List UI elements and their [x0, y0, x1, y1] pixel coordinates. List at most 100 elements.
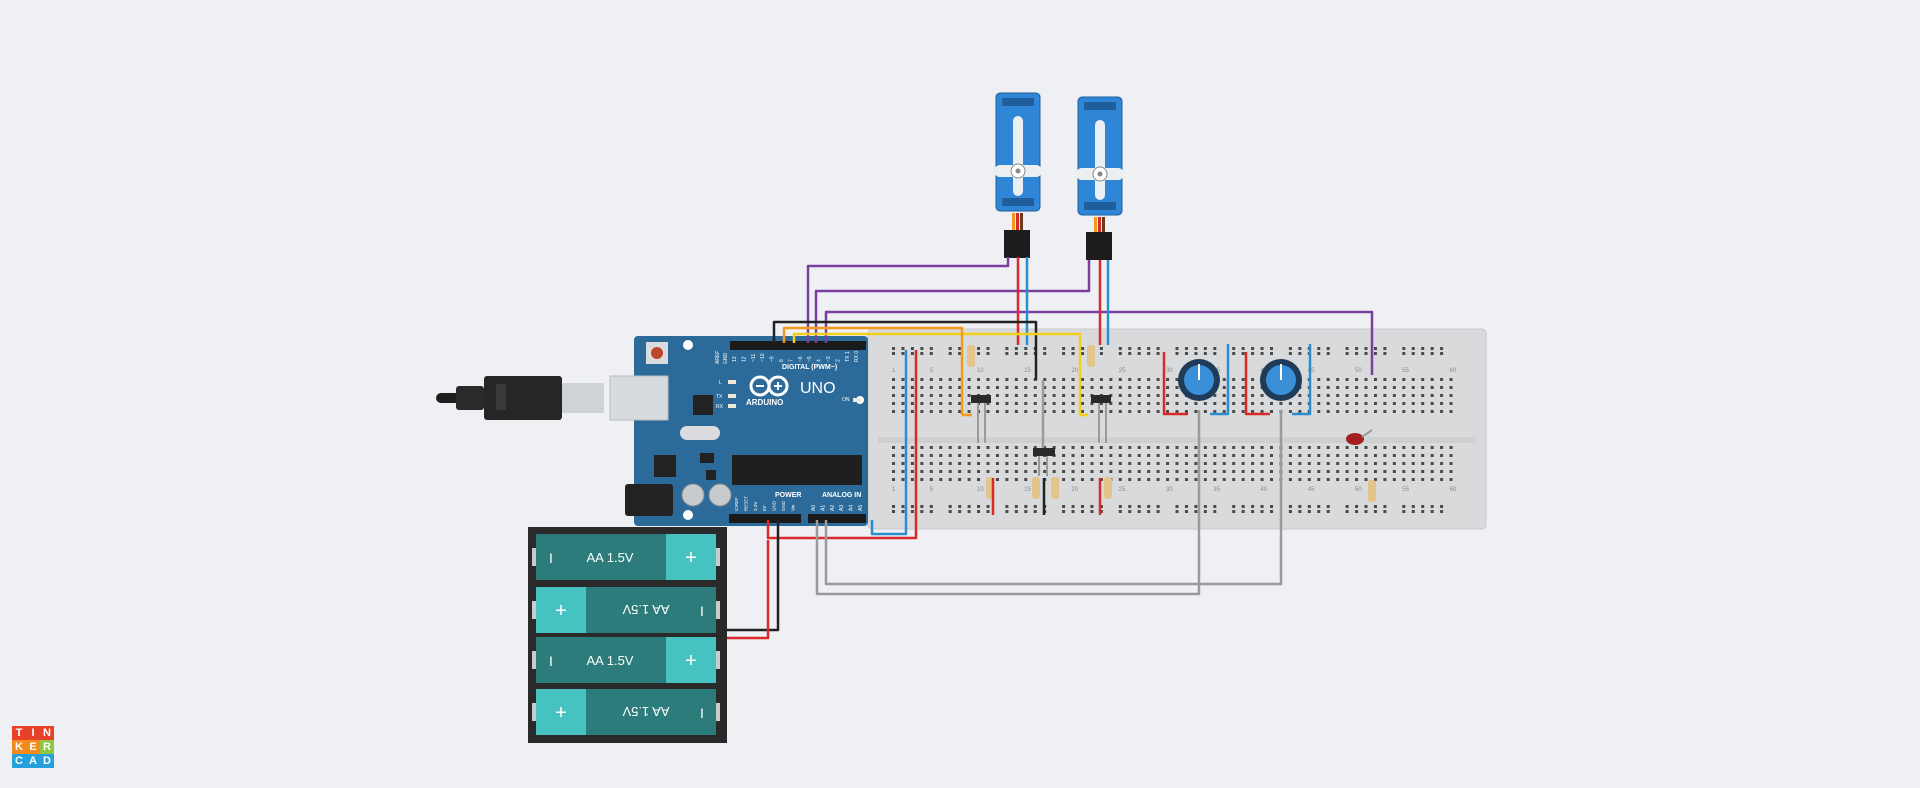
battery-plus: + [555, 600, 567, 622]
column-number-bottom: 40 [1261, 487, 1268, 493]
column-number-bottom: 15 [1024, 487, 1031, 493]
wire-blue-5v [870, 350, 908, 536]
logo-letter: T [12, 726, 26, 740]
column-number-bottom: 25 [1119, 487, 1126, 493]
led-l-label: L [719, 380, 722, 386]
battery-label: AA 1.5V [622, 704, 669, 719]
battery-label: AA 1.5V [587, 550, 634, 565]
logo-letter: E [26, 740, 40, 754]
battery-plus: + [685, 650, 697, 672]
wire-gray-pot1 [815, 410, 1201, 596]
wire-yellow [792, 332, 1082, 415]
power-pin-label: 3.3V [753, 502, 758, 511]
battery-cell: +IAA 1.5V [532, 689, 720, 735]
battery-label: AA 1.5V [587, 653, 634, 668]
analog-pin-label: A2 [830, 505, 836, 511]
arduino-model: UNO [800, 380, 836, 397]
digital-pin-label: ~3 [826, 356, 832, 362]
potentiometer-1[interactable] [1178, 359, 1220, 401]
resistor-4 [1032, 477, 1040, 499]
battery-label: AA 1.5V [622, 602, 669, 617]
column-number-top: 30 [1166, 368, 1173, 374]
column-number-top: 5 [930, 368, 934, 374]
digital-label: DIGITAL (PWM~) [782, 364, 837, 371]
digital-pin-label: 7 [788, 359, 794, 362]
logo-letter: R [40, 740, 54, 754]
servo-2[interactable] [1076, 96, 1124, 260]
logo-letter: N [40, 726, 54, 740]
power-pin-label: 5V [762, 505, 767, 511]
column-number-bottom: 5 [930, 487, 934, 493]
power-pin-label: IOREF [734, 497, 739, 511]
power-pin-label: RESET [743, 496, 748, 511]
analog-pin-label: A3 [839, 505, 845, 511]
digital-pin-label: ~5 [807, 356, 813, 362]
resistor-2 [1087, 345, 1095, 367]
analog-header [808, 514, 866, 523]
transistor-2 [1091, 395, 1111, 403]
resistor-1 [967, 345, 975, 367]
breadboard[interactable]: 1155101015152020252530303535404045455050… [867, 328, 1487, 530]
column-number-top: 45 [1308, 368, 1315, 374]
arduino-logo-text: ARDUINO [746, 398, 783, 407]
digital-pin-label: ~9 [770, 356, 776, 362]
column-number-bottom: 20 [1072, 487, 1079, 493]
column-number-top: 15 [1024, 368, 1031, 374]
battery-minus: I [549, 550, 553, 566]
logo-letter: A [26, 754, 40, 768]
digital-pin-label: 13 [732, 356, 738, 362]
digital-pin-label: 4 [817, 359, 823, 362]
servo-2-connector [1086, 232, 1112, 260]
usb-cable[interactable] [436, 376, 604, 420]
column-number-top: 25 [1119, 368, 1126, 374]
capacitor-2 [708, 483, 732, 507]
digital-pin-label: RX 0 [854, 351, 860, 362]
resistor-7 [1368, 480, 1376, 502]
power-pin-label: GND [772, 500, 777, 511]
crystal [680, 426, 720, 440]
arduino-uno[interactable]: ARDUINO UNO DIGITAL (PWM~) POWER ANALOG … [436, 336, 868, 526]
digital-pin-label: ~11 [751, 354, 757, 362]
wires[interactable] [727, 257, 1374, 640]
power-pin-label: Vin [790, 504, 795, 511]
logo-letter: K [12, 740, 26, 754]
transistor-1 [971, 395, 991, 403]
led-rx-label: RX [716, 404, 724, 410]
column-number-bottom: 60 [1450, 487, 1457, 493]
digital-header [730, 341, 866, 350]
column-number-bottom: 50 [1355, 487, 1362, 493]
logo-letter: D [40, 754, 54, 768]
power-label: POWER [775, 492, 801, 499]
digital-pin-label: 12 [741, 356, 747, 362]
battery-plus: + [685, 547, 697, 569]
red-led[interactable] [1346, 429, 1373, 445]
battery-plus: + [555, 702, 567, 724]
power-jack [625, 484, 673, 516]
wire-black-battery [727, 520, 780, 632]
digital-pin-label: ~6 [798, 356, 804, 362]
servo-1[interactable] [994, 92, 1042, 258]
resistor-5 [1051, 477, 1059, 499]
battery-cell: +IAA 1.5V [532, 587, 720, 633]
led-tx-label: TX [716, 394, 723, 400]
analog-in-label: ANALOG IN [822, 492, 861, 499]
potentiometer-2[interactable] [1260, 359, 1302, 401]
analog-pin-label: A0 [811, 505, 817, 511]
column-number-bottom: 55 [1402, 487, 1409, 493]
wire-purple-servo2 [814, 260, 1091, 343]
digital-pin-label: ~10 [760, 353, 766, 362]
analog-pin-label: A1 [820, 505, 826, 511]
column-number-top: 20 [1072, 368, 1079, 374]
column-number-bottom: 30 [1166, 487, 1173, 493]
column-number-top: 50 [1355, 368, 1362, 374]
power-header [729, 514, 801, 523]
atmega-chip [732, 455, 862, 485]
battery-minus: I [549, 653, 553, 669]
